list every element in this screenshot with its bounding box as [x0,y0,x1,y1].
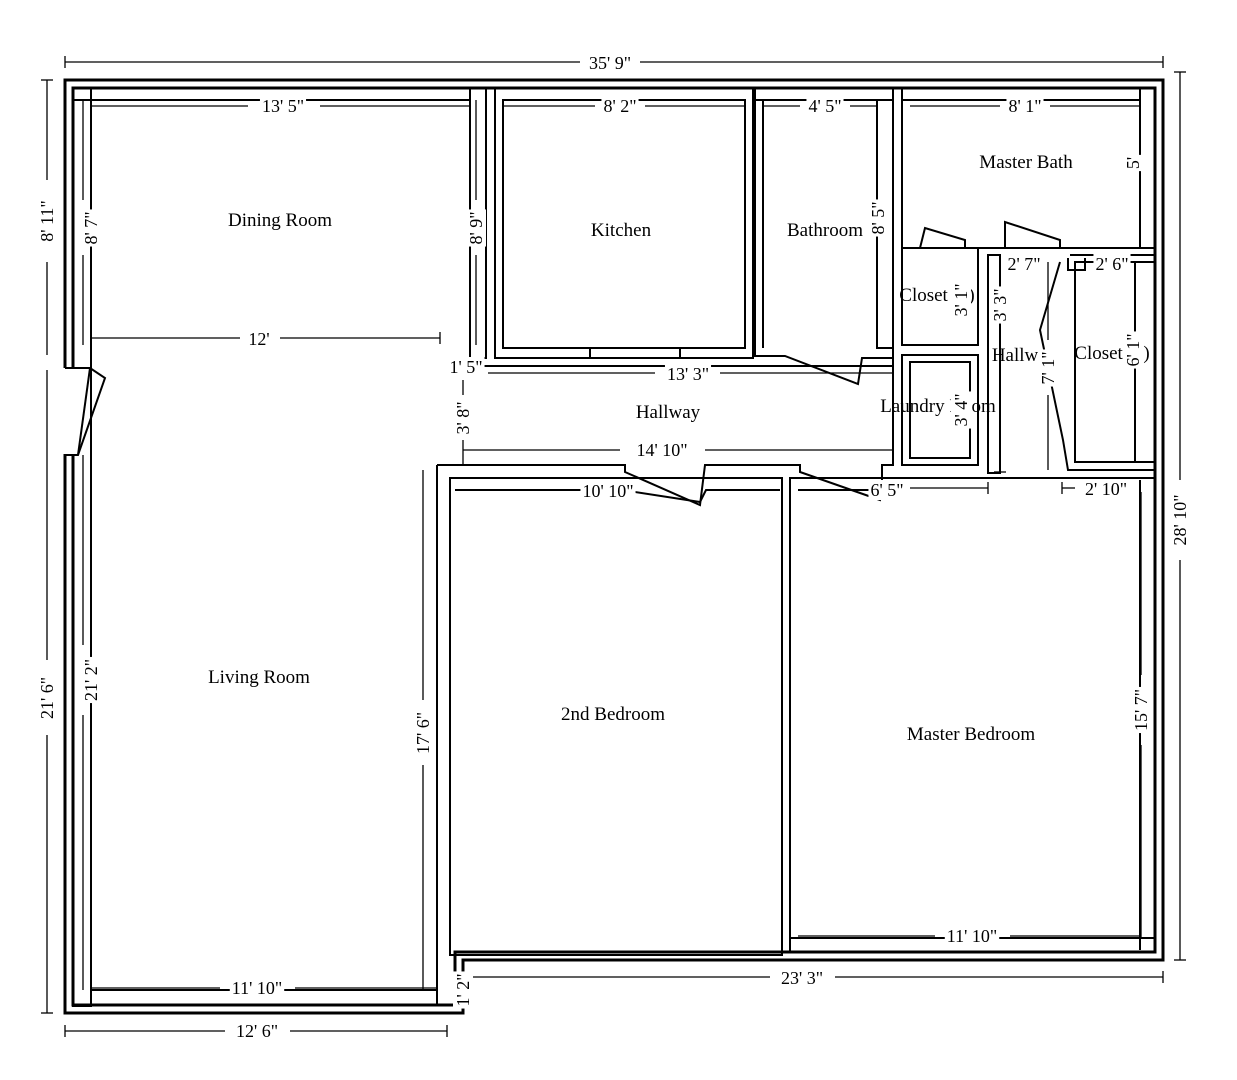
closet-laundry-walls [901,220,1156,474]
hallway-label: Hallway [636,402,701,423]
dim-living-height-outer: 21' 6" [37,677,57,719]
bathroom-label: Bathroom [787,220,863,241]
living-room-walls [91,465,438,1005]
dim-closet1-right: 3' 3" [990,288,1010,321]
dim-master-bath-height: 5' [1123,157,1143,169]
master-bedroom-walls [789,477,1156,953]
dim-master-bath-width: 8' 1" [1008,96,1041,116]
dim-bedroom2-height: 17' 6" [413,712,433,754]
dim-living-width-outer: 12' 6" [236,1021,278,1041]
dim-closet2-bottom: 2' 10" [1085,479,1127,499]
dim-overall-depth-right: 28' 10" [1170,494,1190,545]
dim-closet2-height: 6' 1" [1123,333,1143,366]
dining-room-label: Dining Room [228,210,332,231]
dim-hall-offset: 1' 5" [449,357,482,377]
dimension-labels: 35' 9" 13' 5" 8' 2" 4' 5" 8' 1" 8' 11" 8… [37,53,1190,1041]
dim-closet2-width: 2' 6" [1095,254,1128,274]
dim-hall-width-bottom: 14' 10" [636,440,687,460]
dim-bedroom2-width: 10' 10" [582,481,633,501]
laundry-room-label: Laundry Room [880,396,996,417]
living-room-label: Living Room [208,667,310,688]
dim-dining-lower: 12' [248,329,269,349]
dim-living-height-inner: 21' 2" [81,659,101,701]
front-door [60,367,107,456]
dim-kitchen-width: 8' 2" [603,96,636,116]
master-bath-label: Master Bath [979,152,1073,173]
dim-wall-offset: 1' 2" [453,973,473,1006]
dim-dining-height-right: 8' 9" [466,211,486,244]
dim-rear-width: 23' 3" [781,968,823,988]
dim-closet1-height: 3' 1" [951,283,971,316]
dim-laundry-height: 3' 4" [951,393,971,426]
dim-hall-height: 3' 8" [453,401,473,434]
dimension-lines [41,56,1186,1037]
dim-hall-width-top: 13' 3" [667,364,709,384]
second-bedroom-label: 2nd Bedroom [561,704,665,725]
dim-master-bed-height: 15' 7" [1131,689,1151,731]
dim-overall-depth-left: 8' 11" [37,200,57,241]
dim-dining-width: 13' 5" [262,96,304,116]
dim-living-width-inner: 11' 10" [232,978,282,998]
dim-small-hall-height: 7' 1" [1038,351,1058,384]
dim-small-hall-width: 2' 7" [1007,254,1040,274]
master-bedroom-label: Master Bedroom [907,724,1035,745]
dim-master-bed-top: 6' 5" [870,480,903,500]
dim-bathroom-width: 4' 5" [808,96,841,116]
dim-master-bed-width: 11' 10" [947,926,997,946]
dim-dining-height: 8' 7" [81,211,101,244]
dim-overall-width: 35' 9" [589,53,631,73]
dim-bathroom-height: 8' 5" [868,201,888,234]
kitchen-label: Kitchen [591,220,652,241]
